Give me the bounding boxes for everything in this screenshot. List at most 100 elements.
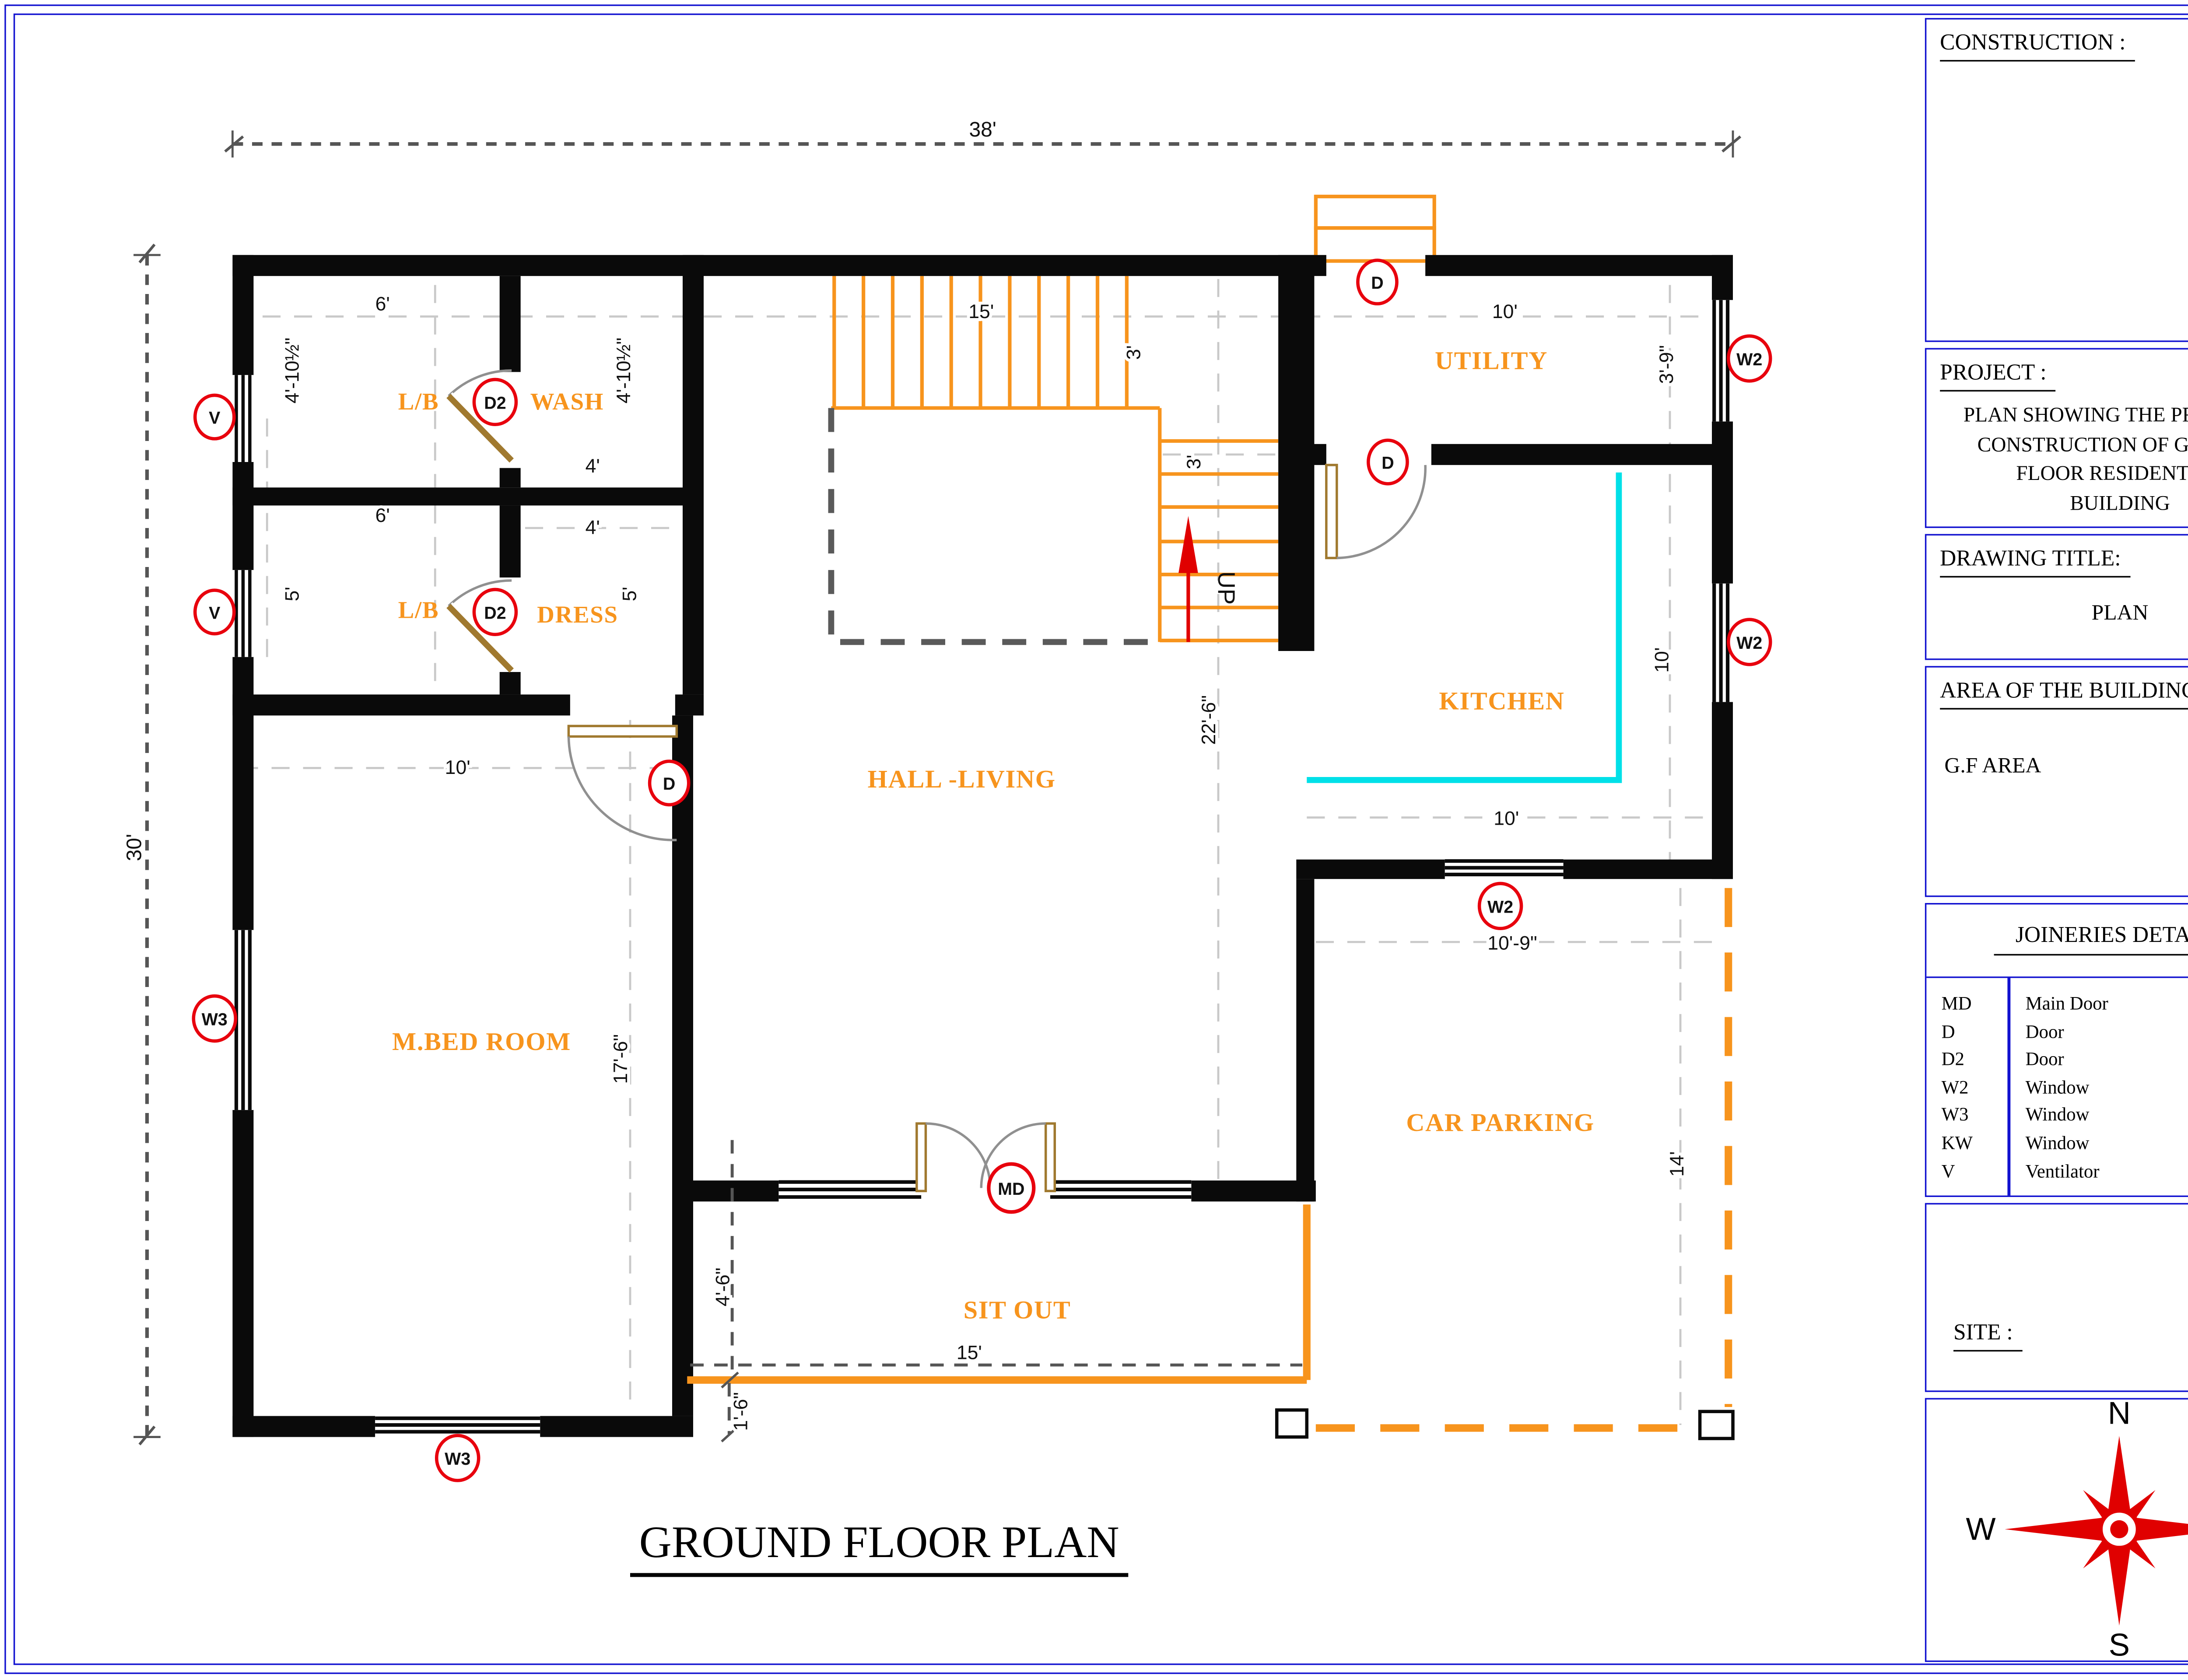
- dimension-texts: 6' 4'-10½" 4'-10½" 4' 6' 4' 5' 5' 10' 17…: [278, 290, 1690, 1434]
- dim-kitchen-h: 10': [1652, 648, 1673, 673]
- tag-w2-kitchen-bottom: W2: [1477, 882, 1523, 931]
- joinery-type: Ventilator: [2025, 1160, 2100, 1182]
- utility-step: [1314, 195, 1436, 263]
- drawing-title-label: DRAWING TITLE:: [1940, 547, 2130, 578]
- dim-dress-h: 5': [619, 587, 641, 601]
- joineries-rows: MD Main Door 3'6"x7'0" D Door 3'0"x7'0" …: [1926, 990, 2188, 1185]
- tag-v-2: V: [193, 588, 236, 636]
- dim-lb2-w: 6': [375, 505, 390, 526]
- area-value: 1117 SQ.FT: [2187, 742, 2188, 768]
- door-main-double: [915, 1122, 1056, 1193]
- w2-window-kitchen-bottom: [1445, 853, 1564, 882]
- joinery-code: W3: [1941, 1104, 1969, 1126]
- joinery-type: Window: [2025, 1076, 2090, 1098]
- titleblock-area: AREA OF THE BUILDING G.F AREA 1117 SQ.FT: [1925, 666, 2188, 897]
- joinery-code: D2: [1941, 1049, 1964, 1070]
- label-mbedroom: M.BED ROOM: [392, 1027, 571, 1056]
- windows: [228, 300, 1736, 1440]
- label-wash: WASH: [530, 388, 604, 415]
- construction-label: CONSTRUCTION :: [1940, 32, 2135, 62]
- dim-plinth: 1'-6": [730, 1392, 751, 1431]
- compass-rose: N S W E: [1966, 1400, 2188, 1661]
- door-d2-wash: [446, 369, 515, 463]
- tag-d2-2: D2: [472, 588, 518, 637]
- svg-text:D: D: [663, 774, 675, 794]
- dim-kitchen-w: 10': [1494, 808, 1519, 830]
- joinery-row: V Ventilator 2'0"x2'0": [1926, 1157, 2188, 1185]
- dim-utility-w: 10': [1492, 301, 1518, 322]
- label-dress: DRESS: [537, 601, 618, 628]
- dim-overall-width: 38': [969, 118, 996, 141]
- compass-n: N: [2108, 1400, 2131, 1431]
- svg-text:D: D: [1371, 273, 1383, 293]
- joinery-row: W3 Window 4'6"x4'6": [1926, 1102, 2188, 1130]
- tag-w2-utility: W2: [1726, 334, 1772, 383]
- tag-w2-kitchen: W2: [1726, 618, 1772, 666]
- joineries-col-divider: [2007, 978, 2010, 1196]
- drawing-title-value: PLAN: [2091, 601, 2149, 626]
- project-line: CONSTRUCTION OF GROUND: [1977, 433, 2188, 455]
- dim-mbed-h: 17'-6": [610, 1034, 631, 1084]
- dim-hall-h: 22'-6": [1198, 695, 1220, 745]
- svg-text:W2: W2: [1736, 350, 1762, 369]
- door-kitchen: [1325, 464, 1427, 560]
- titleblock-construction: CONSTRUCTION :: [1925, 18, 2188, 342]
- label-lb2: L/B: [398, 597, 439, 623]
- site-label: SITE :: [1953, 1322, 2022, 1352]
- svg-text:V: V: [209, 603, 221, 623]
- joinery-code: W2: [1941, 1076, 1969, 1098]
- joinery-code: V: [1941, 1160, 1955, 1182]
- joinery-type: Door: [2025, 1021, 2064, 1042]
- titleblock-compass: N S W E: [1925, 1398, 2188, 1662]
- tag-w3-bottom: W3: [435, 1434, 480, 1482]
- joineries-label: JOINERIES DETAILS: [1994, 924, 2188, 956]
- dim-stair-lower: 3': [1183, 455, 1205, 469]
- kitchen-counter: [1307, 472, 1622, 783]
- label-kitchen: KITCHEN: [1439, 687, 1564, 715]
- svg-text:D: D: [1382, 453, 1394, 472]
- compass-s: S: [2109, 1628, 2130, 1661]
- walls: [232, 255, 1733, 1437]
- local-dimensions: [690, 1140, 1302, 1442]
- joinery-row: W2 Window 3'0"x4'6": [1926, 1074, 2188, 1102]
- svg-text:D2: D2: [484, 393, 506, 413]
- dim-parking-w: 10'-9": [1487, 932, 1537, 954]
- label-utility: UTILITY: [1435, 346, 1548, 374]
- dim-parking-h: 14': [1666, 1152, 1688, 1177]
- dim-sitout-w: 15': [957, 1342, 982, 1363]
- titleblock-drawing-title: DRAWING TITLE: PLAN: [1925, 534, 2188, 660]
- svg-text:W2: W2: [1487, 897, 1513, 917]
- joinery-row: MD Main Door 3'6"x7'0": [1926, 990, 2188, 1018]
- svg-text:W2: W2: [1736, 634, 1762, 653]
- joinery-code: D: [1941, 1021, 1955, 1042]
- dim-dress-w: 4': [586, 517, 600, 539]
- dim-lb2-h: 5': [281, 587, 303, 601]
- area-label: AREA OF THE BUILDING: [1940, 679, 2188, 710]
- dim-stair-upper: 3': [1123, 345, 1145, 360]
- room-labels: L/B WASH L/B DRESS M.BED ROOM HALL -LIVI…: [392, 346, 1594, 1324]
- svg-text:MD: MD: [998, 1180, 1024, 1199]
- svg-text:V: V: [209, 409, 221, 428]
- project-line: PLAN SHOWING THE PROPOSED: [1963, 403, 2188, 426]
- ventilator-window-1: [228, 375, 258, 462]
- joineries-table: MD Main Door 3'6"x7'0" D Door 3'0"x7'0" …: [1926, 976, 2188, 1196]
- dim-lb1-h: 4'-10½": [281, 338, 303, 404]
- dim-wash-w: 4': [586, 455, 600, 477]
- dim-wash-h: 4'-10½": [613, 338, 635, 404]
- tag-md: MD: [987, 1162, 1036, 1214]
- tag-d-bedroom: D: [648, 760, 691, 807]
- project-line: BUILDING: [2070, 491, 2170, 514]
- joinery-code: KW: [1941, 1132, 1973, 1154]
- label-hall: HALL -LIVING: [868, 765, 1056, 793]
- up-arrow: [1178, 516, 1198, 642]
- svg-text:D2: D2: [484, 603, 506, 623]
- dim-overall-height: 30': [123, 834, 146, 861]
- door-bedroom: [567, 724, 678, 841]
- tag-v-1: V: [193, 393, 236, 441]
- tag-w3-left: W3: [192, 994, 238, 1043]
- joinery-row: KW Window 4'0"x3'0": [1926, 1130, 2188, 1158]
- joinery-type: Window: [2025, 1104, 2090, 1126]
- compass-star: [2005, 1436, 2188, 1626]
- door-d2-dress: [446, 579, 515, 673]
